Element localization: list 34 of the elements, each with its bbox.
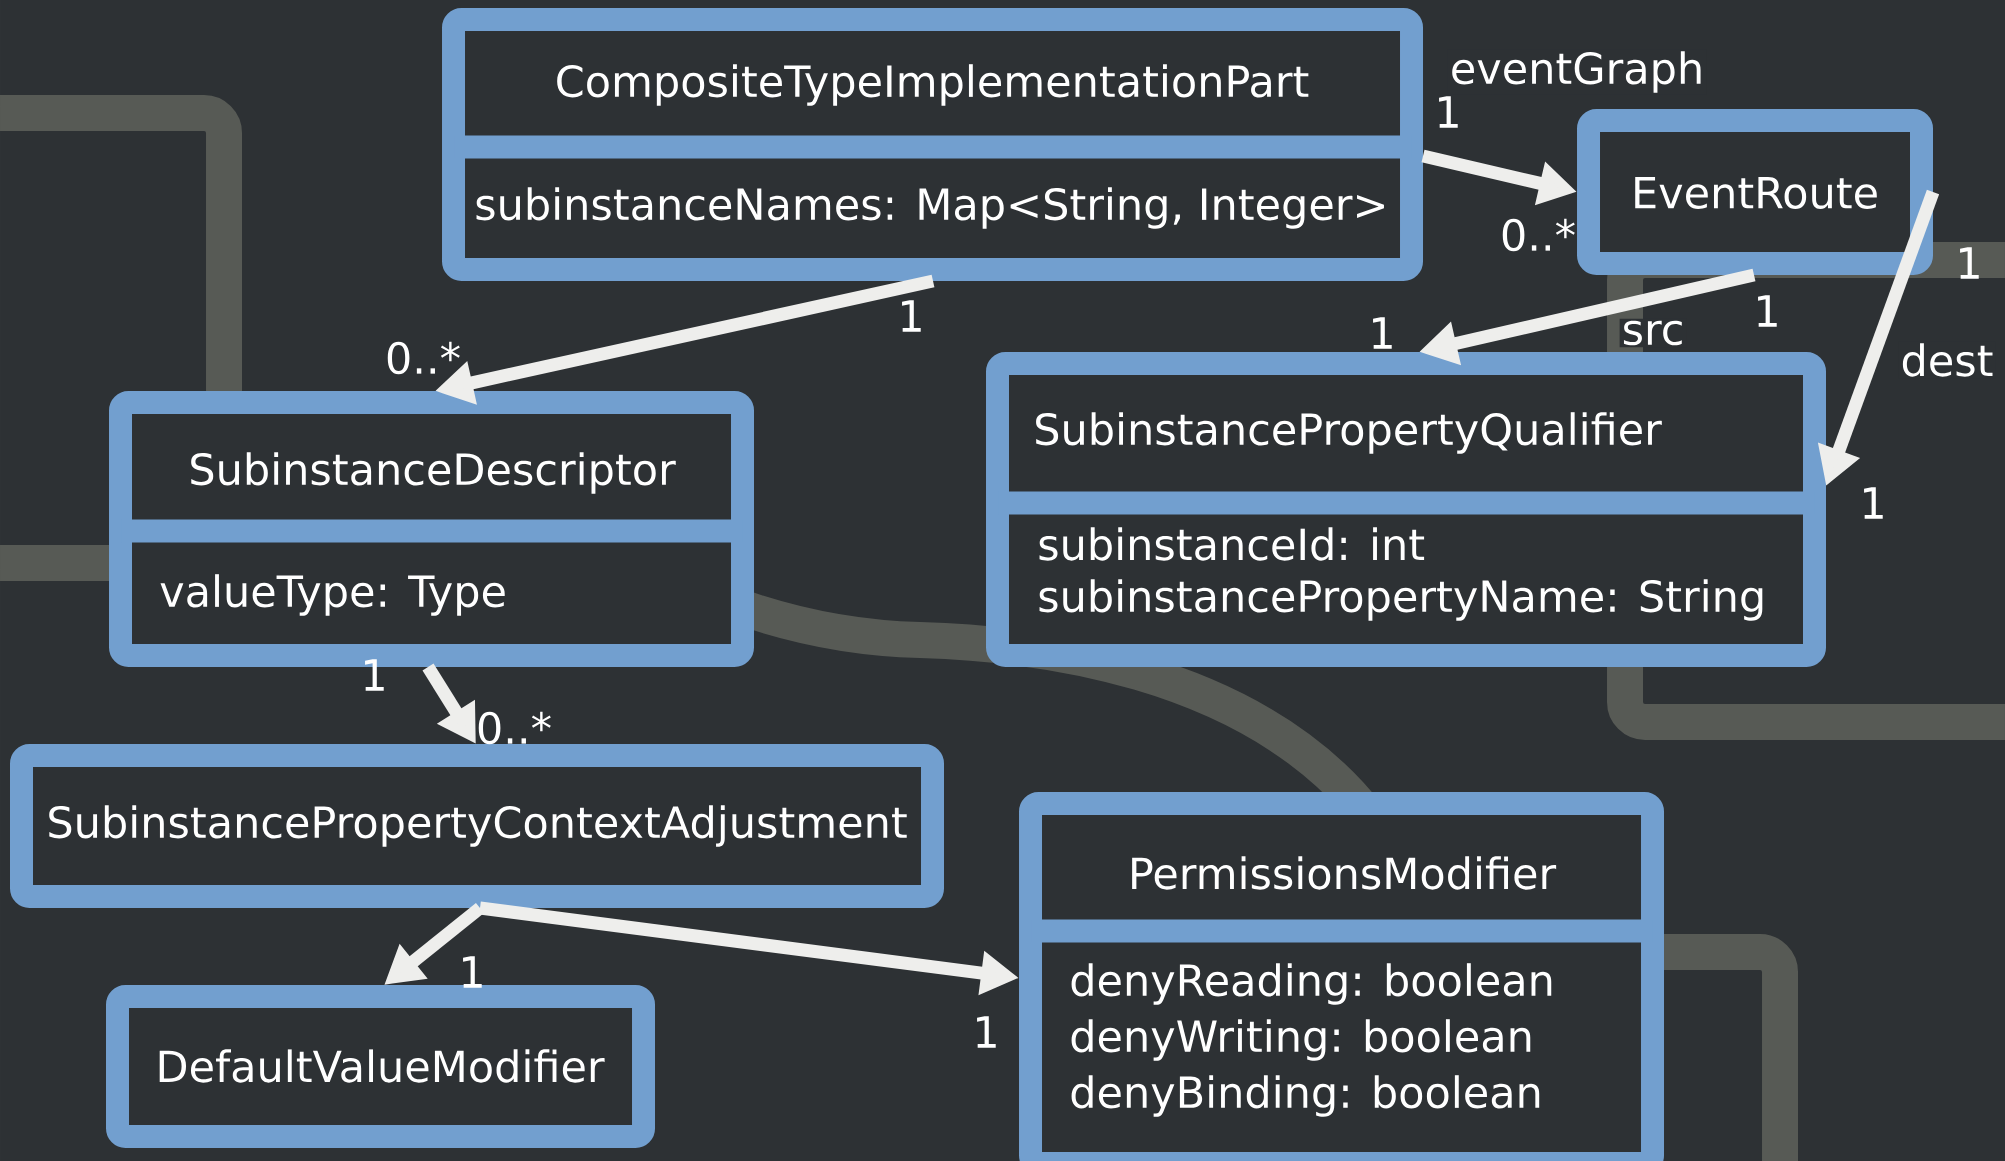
class-name: DefaultValueModifier [159, 1049, 605, 1083]
class-name: SubinstancePropertyQualifier [1036, 412, 1662, 454]
edge-label: src [1619, 318, 1687, 348]
class-name: EventRoute [1635, 177, 1877, 209]
multiplicity-label: 1 [1439, 96, 1458, 128]
class-name: CompositeTypeImplementationPart [557, 64, 1309, 106]
attribute-text: denyWriting: boolean [1071, 1019, 1531, 1061]
multiplicity-label: 1 [977, 1016, 996, 1048]
multiplicity-label: 0..* [387, 341, 460, 375]
class-box [1577, 109, 1933, 275]
attribute-text: subinstanceNames: Map<String, Integer> [476, 187, 1384, 229]
class-box [1019, 792, 1664, 1161]
attribute-text: subinstanceId: int [1039, 527, 1425, 561]
attribute-text: denyBinding: boolean [1071, 1075, 1540, 1117]
attribute-text: subinstancePropertyName: String [1039, 579, 1763, 621]
class-name: PermissionsModifier [1132, 856, 1557, 890]
edge-label: dest [1898, 341, 1996, 379]
attribute-text: valueType: Type [160, 574, 505, 616]
class-name: SubinstanceDescriptor [191, 452, 676, 494]
multiplicity-label: 1 [1960, 247, 1979, 279]
class-box [986, 352, 1826, 667]
edge-label: eventGraph [1447, 49, 1707, 95]
class-box [442, 8, 1423, 281]
multiplicity-label: 1 [463, 956, 482, 988]
multiplicity-label: 1 [365, 659, 384, 691]
multiplicity-label: 0..* [478, 711, 551, 745]
class-name: SubinstancePropertyContextAdjustment [49, 805, 907, 847]
multiplicity-label: 1 [902, 300, 921, 332]
multiplicity-label: 1 [1758, 295, 1777, 327]
multiplicity-label: 1 [1373, 317, 1392, 349]
class-box [10, 744, 944, 908]
multiplicity-label: 0..* [1502, 218, 1575, 252]
multiplicity-label: 1 [1864, 487, 1883, 519]
attribute-text: denyReading: boolean [1071, 963, 1552, 1005]
